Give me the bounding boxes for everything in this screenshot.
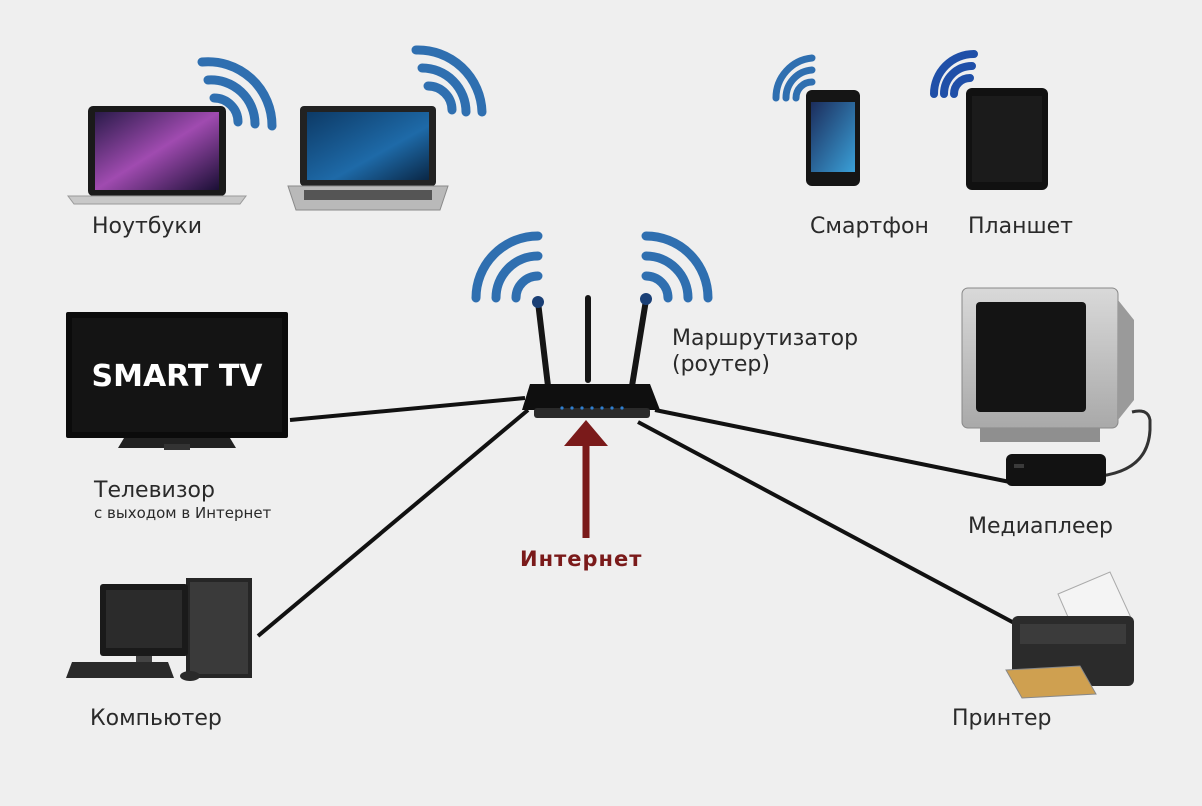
computer-label: Компьютер <box>90 706 222 731</box>
router-label-line1: Маршрутизатор <box>672 326 859 351</box>
media-player-label: Медиаплеер <box>968 514 1113 539</box>
router-label: Маршрутизатор (роутер) <box>672 326 858 378</box>
laptops-label: Ноутбуки <box>92 214 203 239</box>
router-icon <box>522 293 660 418</box>
internet-label: Интернет <box>520 547 643 571</box>
tablet-label: Планшет <box>968 214 1073 239</box>
wifi-icon <box>471 231 543 303</box>
computer-icon <box>66 578 252 681</box>
smart-tv-brand: SMART TV <box>91 359 263 394</box>
wifi-icon <box>930 50 978 98</box>
media-player-icon <box>1006 409 1152 486</box>
wifi-icon <box>411 45 487 117</box>
tv-label: Телевизор с выходом в Интернет <box>94 478 271 522</box>
tv-label-line2: с выходом в Интернет <box>94 504 272 522</box>
crt-tv-icon <box>961 287 1134 442</box>
tv-label-line1: Телевизор <box>94 478 215 503</box>
smartphone-icon <box>806 90 860 186</box>
wifi-icon <box>772 54 816 102</box>
cable-lines <box>256 396 1019 638</box>
wifi-icon <box>641 231 713 303</box>
cable-tv <box>289 396 526 422</box>
laptop-hp-icon <box>287 106 449 211</box>
smart-tv-icon: SMART TV <box>66 312 288 450</box>
printer-label: Принтер <box>952 706 1052 731</box>
wifi-icon <box>197 57 277 131</box>
cable-printer <box>637 420 1019 627</box>
cable-media-player <box>654 408 1011 484</box>
printer-icon <box>1005 571 1134 699</box>
cable-computer <box>256 408 530 638</box>
laptop-mac-icon <box>67 106 247 205</box>
internet-arrow <box>564 420 608 538</box>
router-label-line2: (роутер) <box>672 352 770 377</box>
tablet-icon <box>966 88 1048 190</box>
smartphone-label: Смартфон <box>810 214 929 239</box>
